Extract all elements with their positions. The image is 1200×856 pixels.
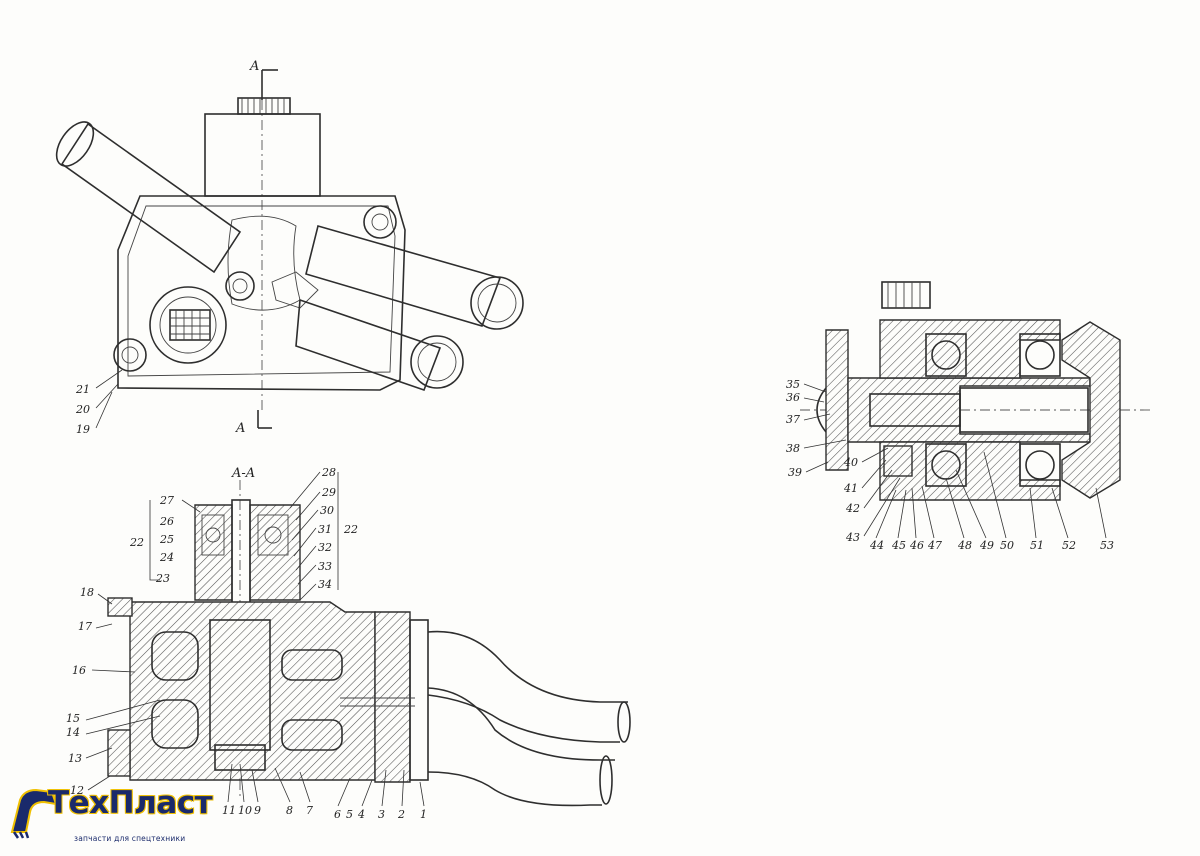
callout-50: 50 — [1000, 539, 1014, 552]
callout-1: 1 — [420, 808, 427, 821]
callout-29: 29 — [321, 486, 336, 499]
callout-10: 10 — [238, 804, 252, 817]
callout-38: 38 — [786, 442, 800, 455]
hub-assembly: 35 36 37 38 39 40 41 42 43 44 45 46 47 4… — [786, 281, 1150, 552]
callout-14: 14 — [66, 726, 80, 739]
callout-3: 3 — [378, 808, 385, 821]
callout-35: 35 — [786, 378, 800, 391]
callout-15: 15 — [66, 712, 80, 725]
callout-45: 45 — [891, 539, 906, 552]
excavator-bucket-icon — [10, 788, 58, 839]
callout-5: 5 — [346, 808, 353, 821]
brand-tagline: запчасти для спецтехники — [74, 834, 186, 843]
callout-51: 51 — [1030, 539, 1044, 552]
callout-36: 36 — [786, 391, 800, 404]
callout-40: 40 — [843, 456, 858, 469]
callout-53: 53 — [1100, 539, 1114, 552]
callout-42: 42 — [845, 502, 860, 515]
callout-43: 43 — [845, 531, 860, 544]
callout-8: 8 — [286, 804, 293, 817]
callout-49: 49 — [979, 539, 994, 552]
callout-28: 28 — [321, 466, 336, 479]
callout-46: 46 — [909, 539, 924, 552]
callout-22-left: 22 — [129, 536, 144, 549]
brand-name: ТехПласт — [48, 785, 213, 821]
callout-31: 31 — [318, 523, 332, 536]
callout-33: 33 — [318, 560, 332, 573]
callout-7: 7 — [306, 804, 313, 817]
callout-47: 47 — [927, 539, 942, 552]
section-mark-a-bottom: A — [235, 421, 245, 436]
section-mark-a-top: A — [249, 59, 259, 74]
callout-2: 2 — [397, 808, 405, 821]
callout-16: 16 — [72, 664, 86, 677]
callout-13: 13 — [68, 752, 82, 765]
callout-30: 30 — [320, 504, 334, 517]
section-title: A-A — [231, 466, 255, 481]
callout-39: 39 — [788, 466, 802, 479]
brand-logo: ТехПласт запчасти для спецтехники — [6, 782, 238, 852]
callout-11: 11 — [222, 804, 236, 817]
callout-21: 21 — [75, 383, 90, 396]
callout-44: 44 — [869, 539, 884, 552]
callout-32: 32 — [318, 541, 332, 554]
callout-20: 20 — [75, 403, 90, 416]
section-a-a: A-A 27 26 — [66, 466, 631, 821]
callout-25: 25 — [159, 533, 174, 546]
callout-26: 26 — [159, 515, 174, 528]
callout-12: 12 — [70, 784, 84, 797]
callout-22-right: 22 — [343, 523, 358, 536]
callout-48: 48 — [957, 539, 972, 552]
callout-37: 37 — [786, 413, 800, 426]
callout-19: 19 — [76, 423, 90, 436]
callout-9: 9 — [254, 804, 261, 817]
top-view: A A — [55, 59, 524, 436]
callout-52: 52 — [1062, 539, 1076, 552]
callout-6: 6 — [334, 808, 341, 821]
callout-34: 34 — [318, 578, 332, 591]
callout-41: 41 — [843, 482, 858, 495]
callout-17: 17 — [78, 620, 92, 633]
callout-23: 23 — [155, 572, 170, 585]
callout-24: 24 — [159, 551, 174, 564]
callout-27: 27 — [159, 494, 174, 507]
callout-18: 18 — [80, 586, 94, 599]
callout-4: 4 — [357, 808, 365, 821]
